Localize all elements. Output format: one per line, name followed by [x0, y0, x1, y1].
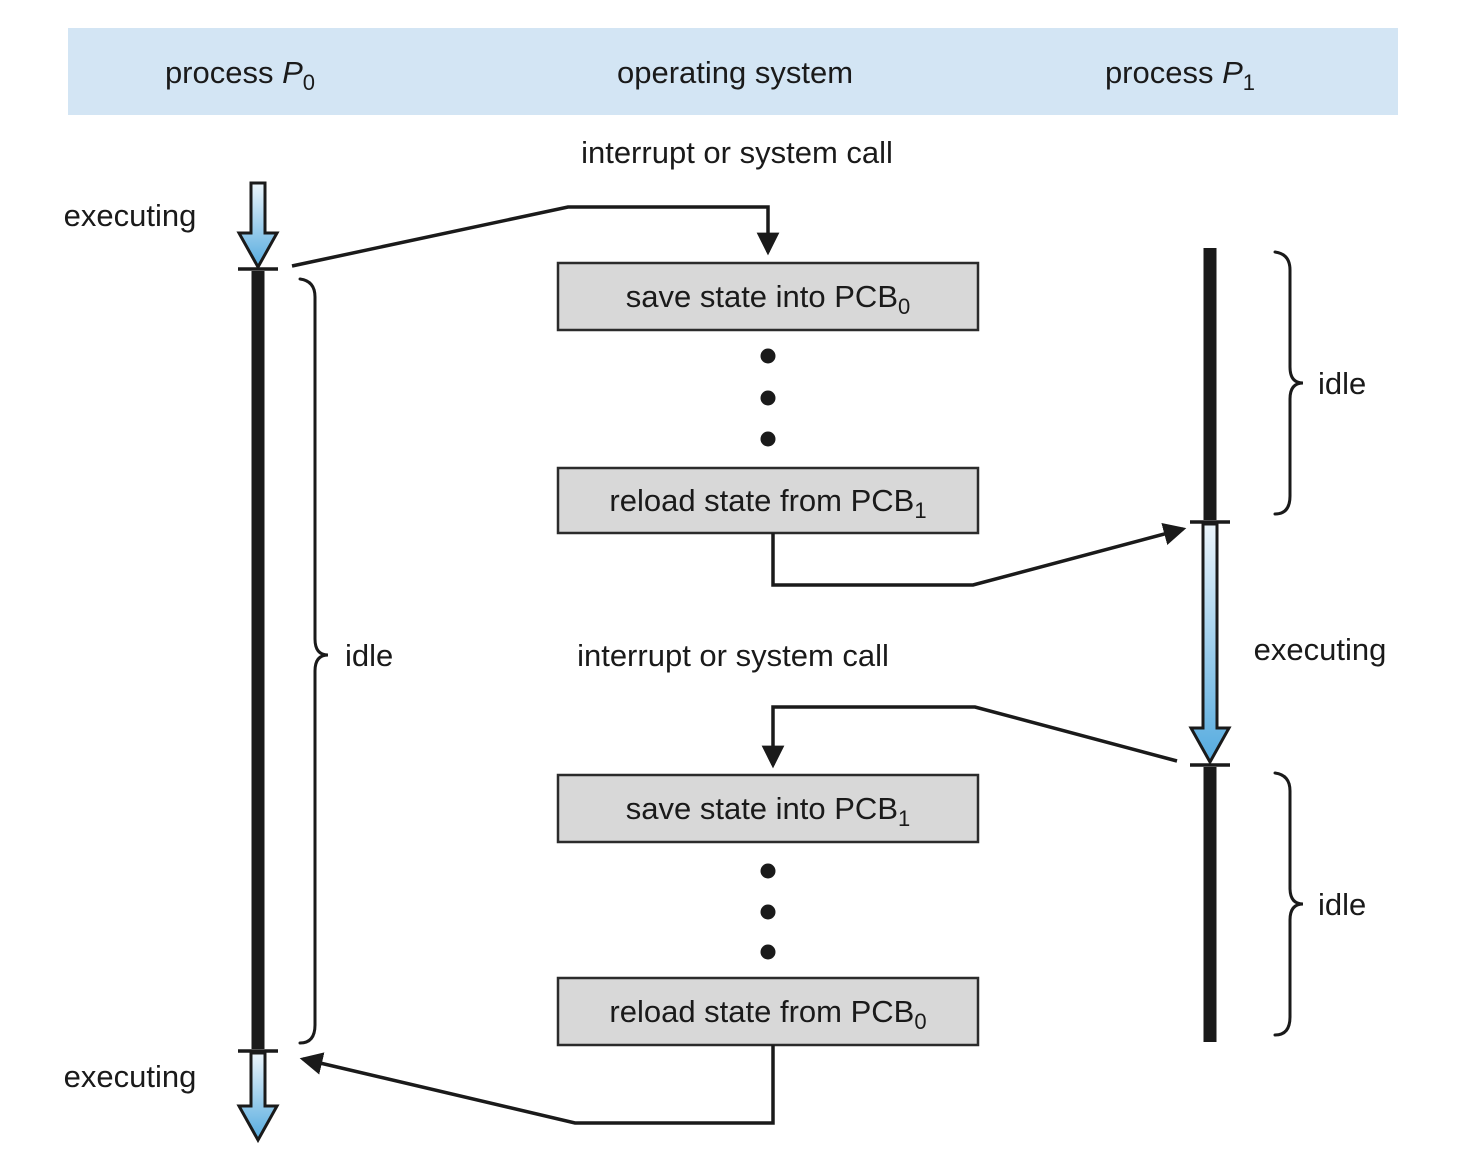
os-box-save-pcb1-label: save state into PCB1 [626, 791, 911, 831]
dot [760, 348, 776, 364]
os-box-reload-pcb0-label: reload state from PCB0 [609, 994, 926, 1034]
dot [760, 904, 776, 920]
executing-label-p1: executing [1254, 632, 1387, 667]
p1-idle-brace-bottom [1273, 771, 1304, 1037]
header-process-p1-label: process P1 [1105, 55, 1255, 95]
p0-idle-bar [251, 271, 265, 1049]
p0-executing-arrow-bottom [236, 1051, 280, 1144]
os-box-save-pcb0-rect [556, 261, 980, 332]
os-box-reload-pcb0: reload state from PCB0 [556, 976, 980, 1047]
os-box-save-pcb1-rect [556, 773, 980, 844]
os-box-reload-pcb1: reload state from PCB1 [556, 466, 980, 535]
idle-label-p1-bottom: idle [1318, 887, 1366, 922]
p0-executing-arrow-top [236, 181, 280, 271]
os-box-save-pcb0: save state into PCB0 [556, 261, 980, 332]
header-bar [68, 28, 1398, 115]
header-process-p0-label: process P0 [165, 55, 315, 95]
executing-label-p0-bottom: executing [64, 1059, 197, 1094]
p1-idle-bar-top [1203, 248, 1217, 520]
ellipsis-dots-bottom [760, 863, 776, 960]
connector-p0-to-save-pcb0 [291, 205, 780, 268]
connector-p1-to-save-pcb1 [761, 705, 1178, 769]
interrupt-label-bottom: interrupt or system call [577, 638, 889, 673]
header-os-label: operating system [617, 55, 853, 90]
os-box-reload-pcb0-rect [556, 976, 980, 1047]
interrupt-label-top: interrupt or system call [581, 135, 893, 170]
ellipsis-dots-top [760, 348, 776, 447]
connector-reload-pcb0-to-p0 [299, 1045, 775, 1125]
dot [760, 863, 776, 879]
os-box-reload-pcb1-rect [556, 466, 980, 535]
p1-timeline [1188, 248, 1232, 1042]
connector-reload-pcb1-to-p1 [771, 522, 1187, 587]
executing-label-p0-top: executing [64, 198, 197, 233]
p1-idle-brace-top [1273, 250, 1304, 516]
idle-label-p0: idle [345, 638, 393, 673]
p0-timeline [236, 181, 280, 1144]
p0-idle-brace [298, 277, 329, 1045]
os-box-reload-pcb1-label: reload state from PCB1 [609, 483, 926, 523]
dot [760, 431, 776, 447]
p1-executing-arrow [1188, 522, 1232, 766]
dot [760, 390, 776, 406]
idle-label-p1-top: idle [1318, 366, 1366, 401]
p1-idle-bar-bottom [1203, 767, 1217, 1042]
dot [760, 944, 776, 960]
os-box-save-pcb0-label: save state into PCB0 [626, 279, 911, 319]
os-box-save-pcb1: save state into PCB1 [556, 773, 980, 844]
